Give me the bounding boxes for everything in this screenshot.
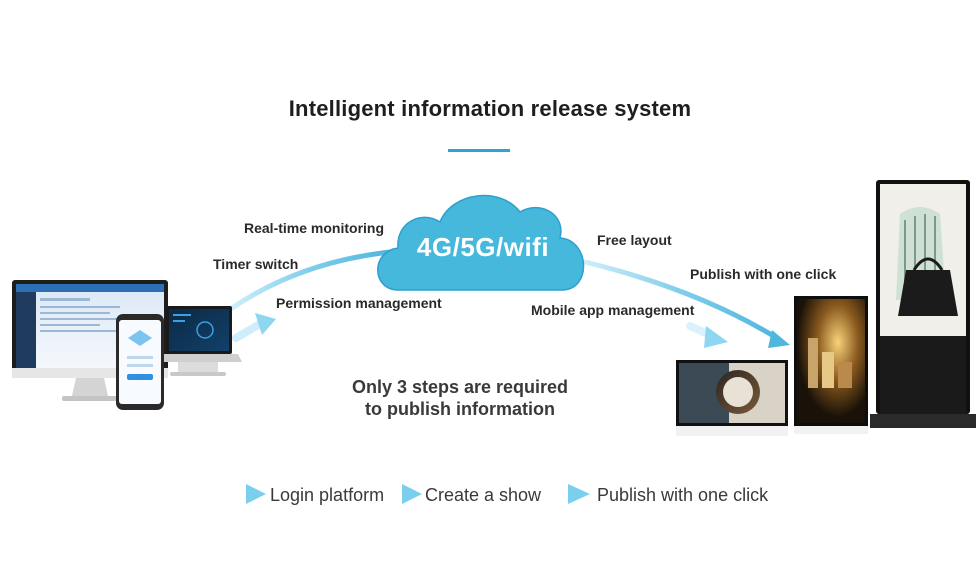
feature-free-layout: Free layout [597,232,672,248]
feature-realtime-monitoring: Real-time monitoring [244,220,385,236]
center-note-line1: Only 3 steps are required [351,377,569,397]
arc-right [582,259,783,343]
signage-display-icon [794,296,868,434]
laptop-icon [156,306,242,376]
feature-publish-one-click: Publish with one click [690,266,837,282]
cloud-icon [377,194,585,291]
feature-timer-switch: Timer switch [213,256,299,272]
smartphone-icon [116,314,164,410]
feature-permission-management: Permission management [276,295,442,311]
arrow-icon [384,484,422,504]
arrow-icon [546,484,590,504]
center-note: Only 3 steps are required to publish inf… [300,376,620,420]
cloud-label: 4G/5G/wifi [416,232,550,262]
kiosk-icon [870,180,976,428]
step-publish-one-click: Publish with one click [597,485,769,505]
title-underline [448,149,510,152]
step-create-show: Create a show [425,485,542,505]
arrow-icon [220,484,266,504]
signage-tv-icon [676,360,788,436]
arrow-icon [686,322,728,348]
page-title: Intelligent information release system [288,96,692,121]
arc-left [229,249,393,311]
arc-right-arrowhead [768,330,790,348]
step-login-platform: Login platform [270,485,385,505]
arrow-icon [232,313,276,342]
center-note-line2: to publish information [365,399,555,419]
feature-mobile-app-management: Mobile app management [531,302,695,318]
